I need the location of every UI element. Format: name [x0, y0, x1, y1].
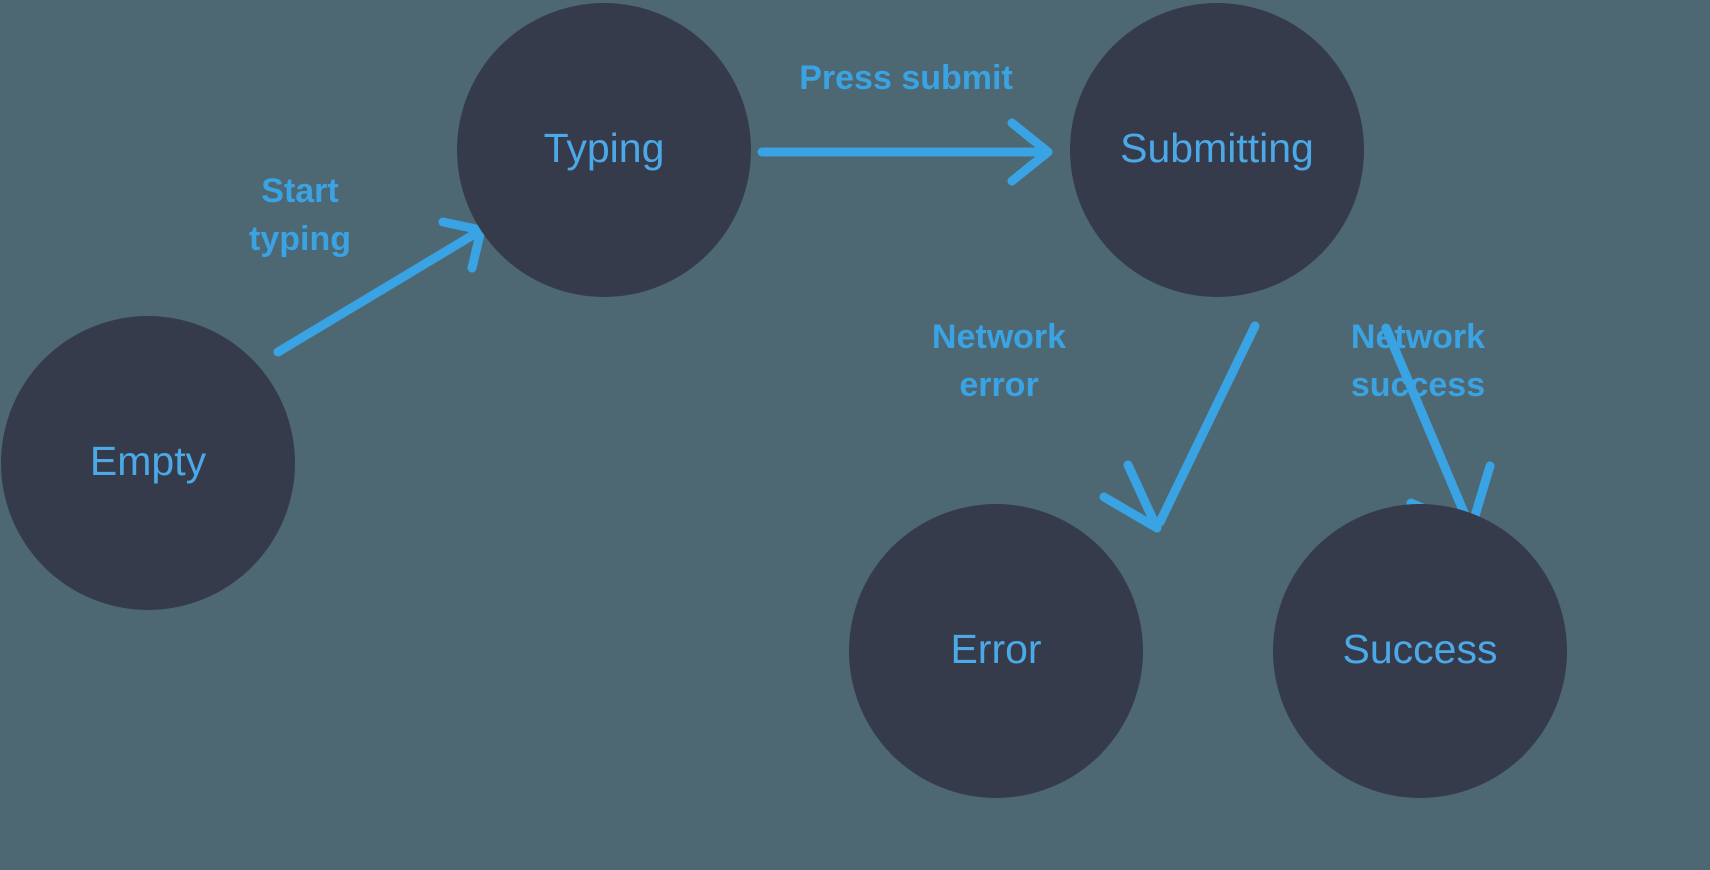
state-label-empty: Empty — [90, 438, 207, 484]
edge-label-typing-to-submitting: Press submit — [799, 59, 1013, 97]
state-node-error[interactable]: Error — [849, 504, 1143, 798]
state-node-empty[interactable]: Empty — [1, 316, 295, 610]
arrowhead-icon-typing-to-submitting — [1007, 118, 1053, 186]
edge-submitting-to-error — [1099, 321, 1260, 533]
edge-typing-to-submitting — [757, 118, 1053, 186]
edge-label-line: success — [1351, 366, 1485, 404]
state-circle-typing[interactable] — [457, 3, 751, 297]
edge-label-submitting-to-success: Network success — [1351, 318, 1485, 404]
state-circle-empty[interactable] — [1, 316, 295, 610]
edge-label-line: error — [959, 366, 1038, 404]
state-circle-success[interactable] — [1273, 504, 1567, 798]
state-node-typing[interactable]: Typing — [457, 3, 751, 297]
state-node-success[interactable]: Success — [1273, 504, 1567, 798]
edges-layer — [273, 118, 1495, 534]
state-label-typing: Typing — [544, 125, 665, 171]
state-label-submitting: Submitting — [1120, 125, 1314, 171]
state-circle-error[interactable] — [849, 504, 1143, 798]
edge-line-submitting-to-success — [1381, 323, 1473, 527]
edge-label-submitting-to-error: Network error — [932, 318, 1066, 404]
edge-line-empty-to-typing — [273, 227, 483, 357]
edge-submitting-to-success — [1381, 323, 1495, 534]
edge-line-submitting-to-error — [1155, 321, 1260, 527]
state-node-submitting[interactable]: Submitting — [1070, 3, 1364, 297]
arrowhead-icon-submitting-to-error — [1099, 460, 1162, 533]
edge-label-line: typing — [249, 220, 351, 258]
state-label-error: Error — [950, 626, 1041, 672]
edge-label-line: Network — [1351, 318, 1485, 356]
state-label-success: Success — [1343, 626, 1498, 672]
state-circle-submitting[interactable] — [1070, 3, 1364, 297]
edge-label-line: Press submit — [799, 59, 1013, 97]
edge-label-empty-to-typing: Start typing — [249, 172, 351, 258]
edge-label-line: Start — [261, 172, 338, 210]
edge-label-line: Network — [932, 318, 1066, 356]
